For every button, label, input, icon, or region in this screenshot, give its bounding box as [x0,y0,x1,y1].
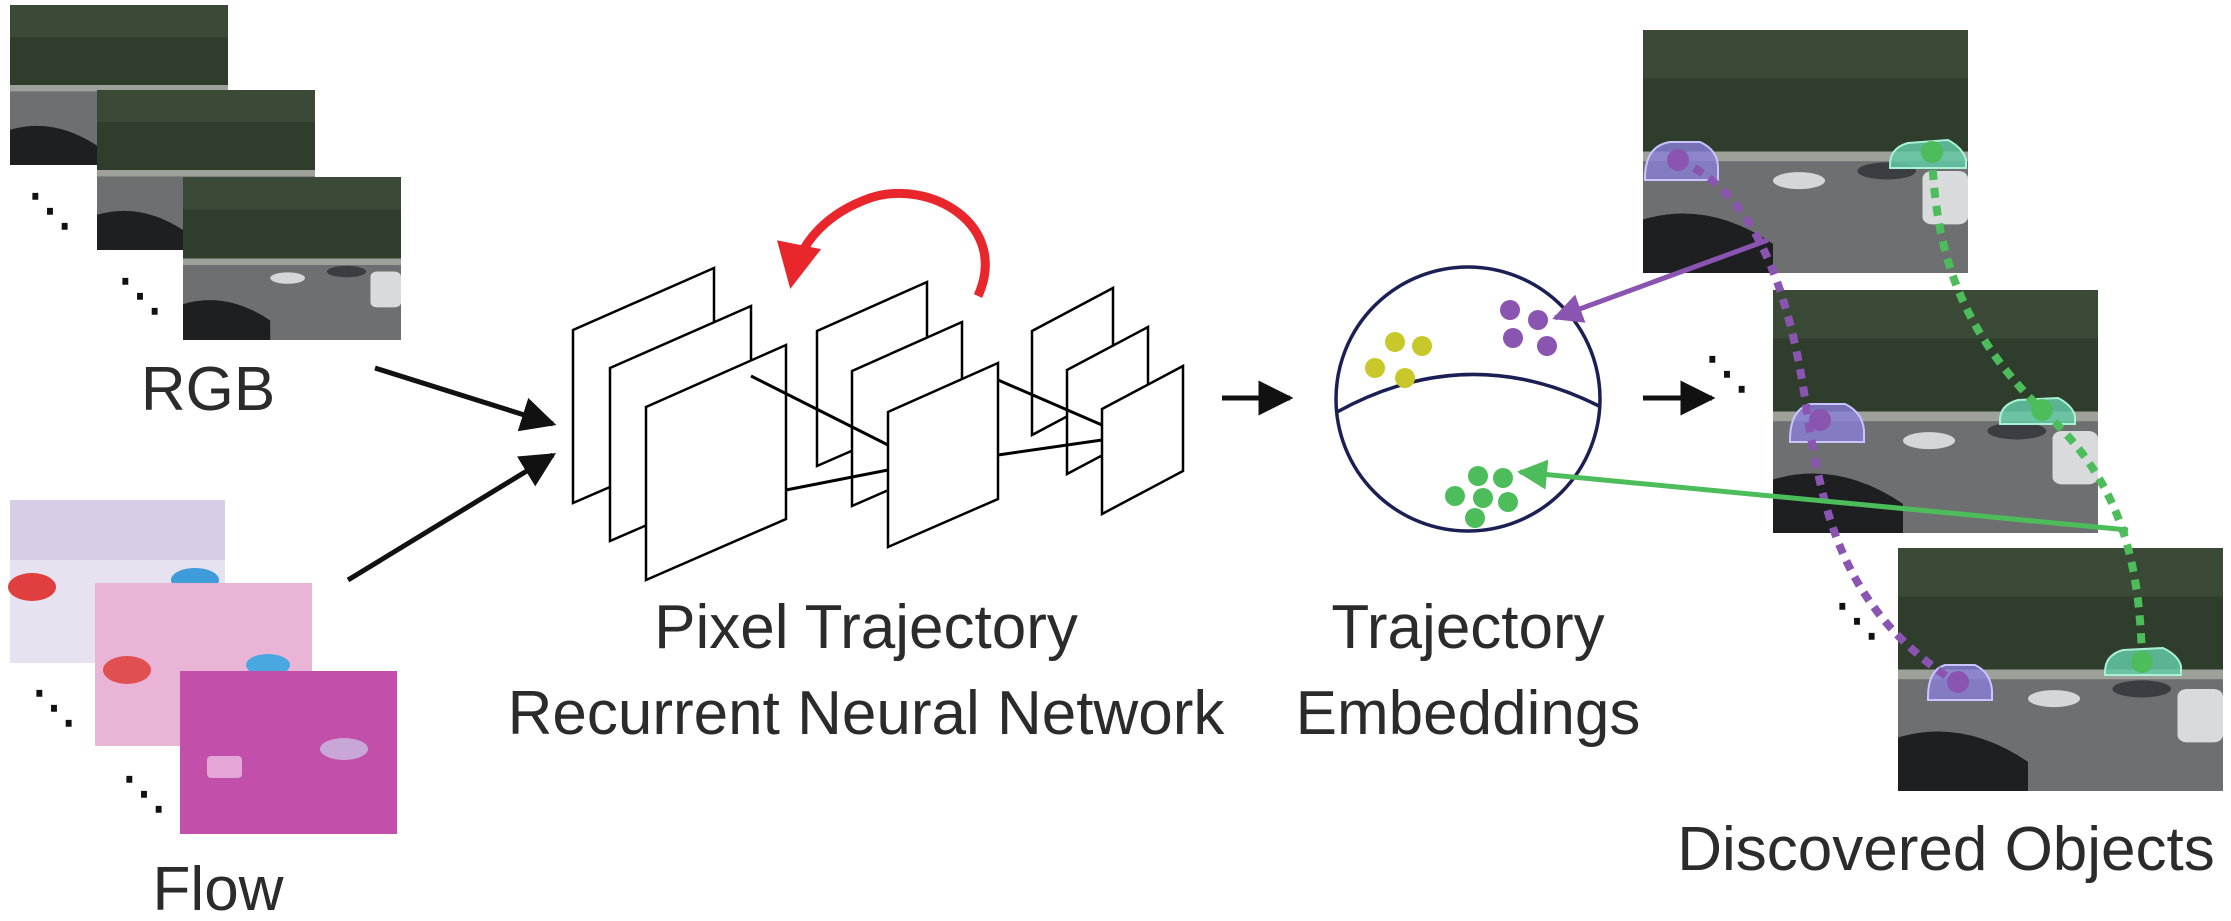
embedding-label-line1: Trajectory [1331,593,1604,662]
rgb-ellipsis-2: ⋱ [118,271,162,320]
sphere-embedding [1334,265,1602,533]
flow-frame-stack [8,500,397,834]
flow-label: Flow [153,855,284,921]
flow-frame-3 [180,671,397,834]
flow-to-rnn-arrow [346,452,556,583]
recurrent-loop-arrow [777,189,990,298]
rgb-label: RGB [141,355,275,424]
rgb-to-rnn-arrow [374,365,557,432]
rnn-label-line1: Pixel Trajectory [654,593,1078,662]
purple-assignment-arrow [1552,237,1769,323]
rgb-frame-3 [183,177,401,340]
objects-ellipsis-2: ⋱ [1835,596,1879,645]
yellow-cluster [1365,332,1432,388]
purple-trajectory [1676,156,1958,686]
rgb-ellipsis-1: ⋱ [28,186,72,235]
flow-ellipsis-2: ⋱ [122,769,166,818]
green-assignment-arrow [1517,459,2129,533]
rnn-feature-maps [571,266,1185,582]
green-cluster [1445,466,1518,528]
rnn-label-line2: Recurrent Neural Network [508,679,1226,748]
rgb-frame-stack [10,5,401,340]
purple-cluster [1500,300,1557,356]
trajectory-points [1667,141,2153,693]
embedding-label-line2: Embeddings [1296,679,1641,748]
objects-ellipsis-1: ⋱ [1705,349,1749,398]
rnn-connections [750,374,1103,492]
objects-label: Discovered Objects [1677,815,2215,884]
flow-ellipsis-1: ⋱ [32,683,76,732]
